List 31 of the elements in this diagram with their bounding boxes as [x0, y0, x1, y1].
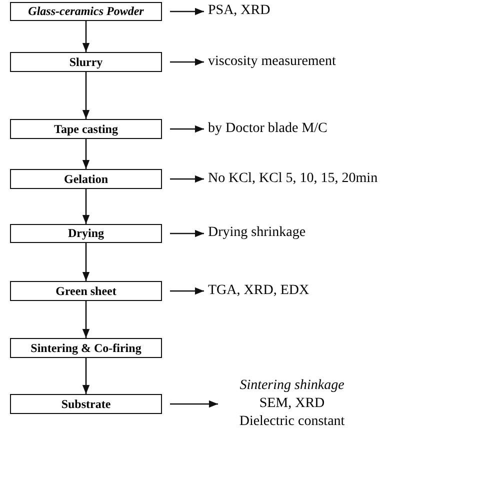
- process-box: Tape casting: [10, 119, 162, 139]
- arrow: [170, 400, 218, 408]
- result-text: TGA, XRD, EDX: [208, 282, 310, 300]
- process-box: Slurry: [10, 52, 162, 72]
- process-box: Green sheet: [10, 281, 162, 301]
- arrow: [170, 287, 204, 295]
- arrow: [170, 175, 204, 183]
- result-text: PSA, XRD: [208, 2, 270, 20]
- result-text: viscosity measurement: [208, 52, 336, 71]
- result-text: by Doctor blade M/C: [208, 120, 328, 138]
- arrow: [170, 58, 204, 66]
- arrow: [82, 189, 90, 224]
- arrow: [82, 301, 90, 338]
- arrow: [82, 21, 90, 52]
- result-text: Drying shrinkage: [208, 224, 306, 242]
- arrow: [82, 358, 90, 394]
- arrow: [170, 8, 204, 16]
- process-box: Drying: [10, 224, 162, 243]
- process-box: Glass-ceramics Powder: [10, 2, 162, 21]
- arrow: [170, 230, 204, 238]
- arrow: [82, 243, 90, 281]
- process-box: Substrate: [10, 394, 162, 414]
- arrow: [82, 72, 90, 119]
- process-box: Sintering & Co-firing: [10, 338, 162, 358]
- result-text: SEM, XRD: [259, 394, 325, 413]
- process-box: Gelation: [10, 169, 162, 189]
- result-text: Dielectric constant: [239, 413, 345, 432]
- arrow: [170, 125, 204, 133]
- arrow: [82, 139, 90, 169]
- result-text: No KCl, KCl 5, 10, 15, 20min: [208, 170, 378, 188]
- result-text: Sintering shinkage: [240, 376, 344, 395]
